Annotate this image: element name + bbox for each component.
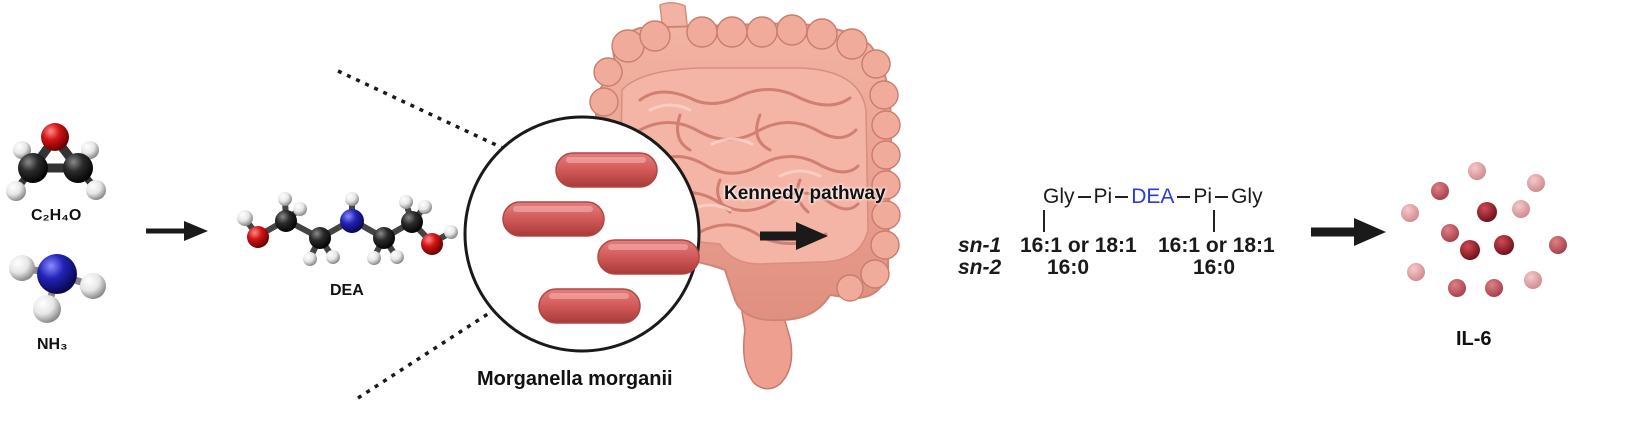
lipid-backbone: Gly Pi DEA Pi Gly <box>1043 185 1263 209</box>
ammonia-label: NH₃ <box>37 336 68 353</box>
sn2-label: sn-2 <box>958 256 1002 279</box>
bacterium-name: Morganella morganii <box>477 368 673 390</box>
il6-label: IL-6 <box>1456 328 1492 350</box>
sn1-label: sn-1 <box>958 234 1002 257</box>
dea-label: DEA <box>330 282 364 299</box>
ammonia-molecule <box>9 254 106 323</box>
dea-molecule <box>237 192 458 266</box>
bacterium-rod <box>538 288 641 324</box>
bacterium-rod <box>597 239 700 275</box>
bond-right <box>1213 210 1215 232</box>
phosphate-right: Pi <box>1193 185 1213 208</box>
bacterium-rod <box>502 201 605 237</box>
sn1-left-value: 16:1 or 18:1 <box>1020 234 1137 257</box>
bacteria-magnified-view <box>463 115 701 353</box>
glycerol-right: Gly <box>1231 185 1263 208</box>
dea-headgroup: DEA <box>1131 185 1175 208</box>
cytokine-arrow <box>1311 218 1386 246</box>
sn2-left-value: 16:0 <box>1047 256 1090 279</box>
il6-cytokines <box>1401 162 1567 297</box>
zoom-lines <box>337 69 525 400</box>
reaction-arrow <box>146 221 208 241</box>
ethylene-oxide-molecule <box>6 123 106 201</box>
pathway-label: Kennedy pathway <box>724 183 886 204</box>
sn2-right-value: 16:0 <box>1193 256 1236 279</box>
bacterium-rod <box>555 152 658 188</box>
ethylene-oxide-label: C₂H₄O <box>31 207 82 224</box>
glycerol-left: Gly <box>1043 185 1075 208</box>
phosphate-left: Pi <box>1093 185 1113 208</box>
pathway-arrow <box>760 222 828 250</box>
sn1-right-value: 16:1 or 18:1 <box>1158 234 1275 257</box>
bond-left <box>1043 210 1045 232</box>
